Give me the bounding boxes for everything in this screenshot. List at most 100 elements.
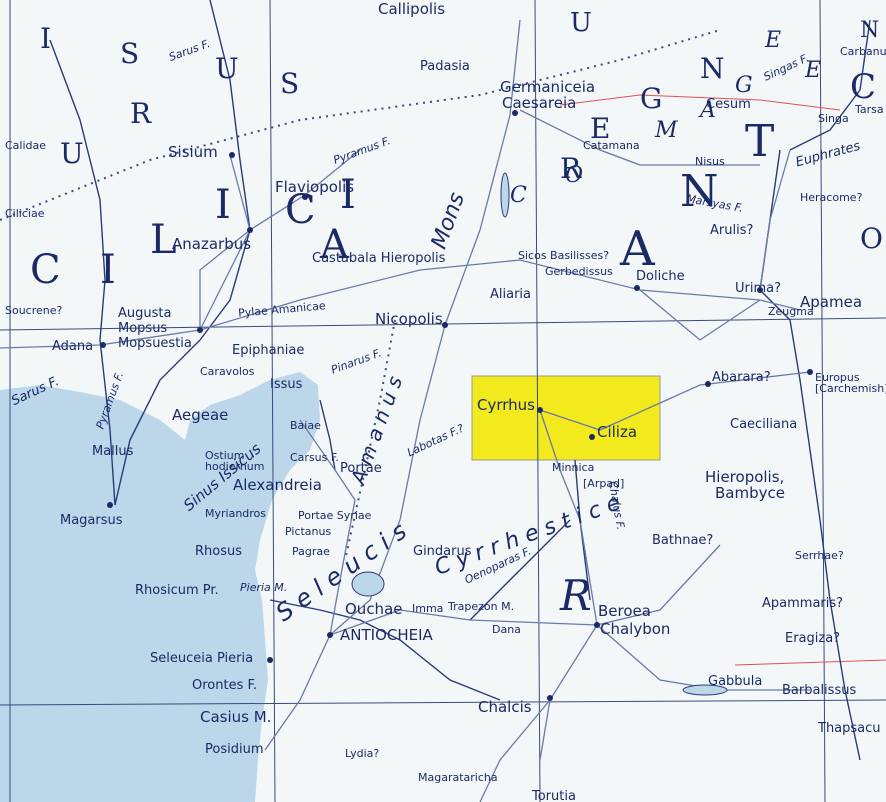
region-letter: N — [680, 166, 721, 217]
place-beroea[interactable]: Beroea — [598, 602, 651, 620]
place-apammaris[interactable]: Apammaris? — [762, 596, 844, 611]
place-casius-m[interactable]: Casius M. — [200, 708, 272, 726]
place-mopsuestia[interactable]: Mopsuestia — [118, 336, 192, 351]
place-mallus[interactable]: Mallus — [92, 444, 134, 459]
region-letter: C — [850, 67, 879, 107]
place-aliaria[interactable]: Aliaria — [490, 287, 532, 302]
place-urima[interactable]: Urima? — [735, 281, 782, 296]
region-letter: T — [745, 116, 777, 167]
place-thapsacus[interactable]: Thapsacu — [818, 721, 881, 736]
place-flaviopolis[interactable]: Flaviopolis — [275, 178, 355, 196]
place-sicos[interactable]: Sicos Basilisses? — [518, 249, 610, 262]
place-apamea[interactable]: Apamea — [800, 293, 863, 311]
region-letter: A — [320, 222, 351, 268]
place-torutia[interactable]: Torutia — [532, 789, 576, 802]
place-cesum[interactable]: Cesum — [706, 97, 751, 112]
place-pagrae[interactable]: Pagrae — [292, 545, 330, 558]
place-hieropolis[interactable]: Hieropolis, — [705, 468, 785, 486]
place-magaratariche[interactable]: Magarataricha — [418, 771, 498, 784]
place-abarara[interactable]: Abarara? — [712, 370, 771, 385]
region-letter: M — [655, 118, 680, 143]
place-alexandreia[interactable]: Alexandreia — [233, 476, 322, 494]
place-soucrene[interactable]: Soucrene? — [5, 304, 63, 317]
place-europus[interactable]: Europus [Carchemish] — [815, 371, 886, 395]
place-rhosicum-pr[interactable]: Rhosicum Pr. — [135, 583, 219, 598]
place-gabbula[interactable]: Gabbula — [708, 674, 763, 689]
place-bathnae[interactable]: Bathnae? — [652, 533, 714, 548]
place-barbalissus[interactable]: Barbalissus — [782, 683, 857, 698]
place-minnica[interactable]: Minnica — [552, 461, 595, 474]
place-caeciliana[interactable]: Caeciliana — [730, 417, 798, 432]
place-seleuceia-pieria[interactable]: Seleuceia Pieria — [150, 651, 254, 666]
place-rhosus[interactable]: Rhosus — [195, 544, 243, 559]
place-caesareia[interactable]: Caesareia — [502, 94, 577, 112]
place-germaniceia[interactable]: Germaniceia — [500, 78, 596, 96]
place-gindarus[interactable]: Gindarus — [413, 544, 472, 559]
place-adana[interactable]: Adana — [52, 339, 94, 354]
place-dana[interactable]: Dana — [492, 623, 521, 636]
place-bambyce[interactable]: Bambyce — [715, 484, 785, 502]
place-mopsus[interactable]: Mopsus — [118, 321, 168, 336]
place-serrhae[interactable]: Serrhae? — [795, 549, 844, 562]
place-antiocheia[interactable]: ANTIOCHEIA — [340, 626, 433, 644]
place-zeugma[interactable]: Zeugma — [768, 305, 814, 318]
place-chalcis[interactable]: Chalcis — [478, 698, 532, 716]
place-epiphaniae[interactable]: Epiphaniae — [232, 343, 305, 358]
dotted-boundary — [0, 29, 721, 221]
place-callipolis[interactable]: Callipolis — [378, 0, 446, 18]
place-myriandros[interactable]: Myriandros — [205, 507, 267, 520]
region-letter: I — [40, 22, 54, 55]
region-letter: L — [150, 217, 179, 263]
place-eragiza[interactable]: Eragiza? — [785, 631, 841, 646]
place-ostium[interactable]: Ostium hodiernum — [205, 449, 265, 473]
place-singa[interactable]: Singa — [818, 112, 849, 125]
place-portae-syriae[interactable]: Portae Syriae — [298, 509, 372, 522]
river-carsus-f[interactable]: Carsus F. — [290, 451, 339, 464]
place-gerbedissus[interactable]: Gerbedissus — [545, 265, 613, 278]
red-border-east — [734, 659, 886, 666]
place-anazarbus[interactable]: Anazarbus — [172, 235, 252, 253]
place-calidae[interactable]: Calidae — [5, 139, 47, 152]
place-augusta[interactable]: Augusta — [118, 306, 172, 321]
place-caravolos[interactable]: Caravolos — [200, 365, 255, 378]
place-pictanus[interactable]: Pictanus — [285, 525, 332, 538]
place-arulis[interactable]: Arulis? — [710, 223, 754, 238]
place-cyrrhus[interactable]: Cyrrhus — [477, 396, 535, 414]
place-issus[interactable]: Issus — [270, 377, 303, 392]
place-castabala[interactable]: Castabala Hieropolis — [312, 251, 446, 266]
place-doliche[interactable]: Doliche — [636, 269, 685, 284]
place-trapezon-m[interactable]: Trapezon M. — [448, 600, 515, 613]
settlements — [100, 110, 813, 701]
region-letter: R — [130, 97, 154, 130]
place-aegeae[interactable]: Aegeae — [172, 406, 229, 424]
place-arpad[interactable]: [Arpad] — [583, 477, 625, 490]
place-carbanus[interactable]: Carbanu — [840, 45, 886, 58]
place-heracome[interactable]: Heracome? — [800, 191, 863, 204]
place-chalybon[interactable]: Chalybon — [600, 620, 671, 638]
place-baiae[interactable]: Baiae — [290, 419, 321, 432]
place-imma[interactable]: Imma — [412, 602, 444, 615]
place-lydia[interactable]: Lydia? — [345, 747, 380, 760]
region-letter: C — [30, 247, 63, 293]
lake-ouchae — [351, 571, 385, 597]
river-orontes-f[interactable]: Orontes F. — [192, 678, 258, 693]
place-ouchae[interactable]: Ouchae — [345, 600, 403, 618]
place-sisium[interactable]: Sisium — [168, 143, 218, 161]
place-pieria-m[interactable]: Pieria M. — [240, 581, 288, 594]
place-magarsus[interactable]: Magarsus — [60, 513, 123, 528]
region-letter: O — [565, 163, 586, 188]
region-letter: G — [640, 82, 665, 115]
place-tarsa[interactable]: Tarsa — [855, 103, 884, 116]
region-letter: U — [570, 8, 594, 38]
region-letter: U — [215, 52, 241, 85]
place-nisus[interactable]: Nisus — [695, 155, 725, 168]
place-posidium[interactable]: Posidium — [205, 742, 264, 757]
place-ciliza[interactable]: Ciliza — [597, 423, 638, 441]
place-catamana[interactable]: Catamana — [583, 139, 640, 152]
rivers — [49, 0, 871, 761]
place-ciliciae[interactable]: Ciliciae — [5, 207, 45, 220]
place-portae[interactable]: Portae — [340, 461, 382, 476]
place-padasia[interactable]: Padasia — [420, 59, 470, 74]
place-nicopolis[interactable]: Nicopolis — [375, 310, 443, 328]
